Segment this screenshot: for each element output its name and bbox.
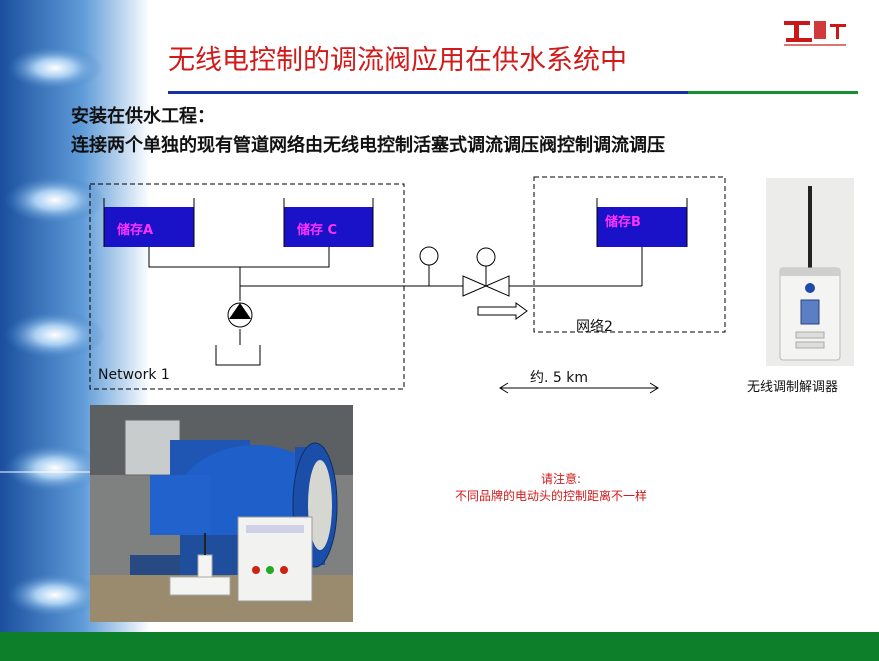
- tank-b: [596, 198, 688, 247]
- pipeline-schematic: [89, 176, 726, 394]
- slide-title: 无线电控制的调流阀应用在供水系统中: [168, 45, 627, 76]
- footer-bar: [0, 632, 879, 661]
- intro-line-2: 连接两个单独的现有管道网络由无线电控制活塞式调流调压阀控制调流调压: [71, 135, 665, 156]
- network2-label: 网络2: [576, 319, 613, 335]
- pressure-gauge-icon: [419, 246, 439, 266]
- flow-arrow-icon: [477, 302, 528, 320]
- pump-icon: [227, 302, 253, 328]
- control-valve-icon: [462, 275, 510, 297]
- note-body: 不同品牌的电动头的控制距离不一样: [455, 489, 648, 503]
- water-drop-decoration: [0, 0, 150, 632]
- network1-label: Network 1: [98, 367, 170, 383]
- tank-b-label: 储存B: [605, 215, 641, 230]
- sump: [215, 345, 261, 366]
- actuator-icon: [476, 247, 496, 267]
- modem-caption: 无线调制解调器: [747, 380, 839, 395]
- wireless-modem-image: [766, 178, 854, 366]
- network2-boundary: [533, 176, 726, 333]
- title-underline-accent: [688, 91, 858, 94]
- title-underline: [168, 91, 688, 94]
- tank-c-label: 储存 C: [297, 223, 338, 238]
- tank-a: [103, 198, 195, 247]
- tank-a-label: 储存A: [117, 223, 154, 238]
- tank-c: [283, 198, 374, 247]
- company-logo: [784, 21, 846, 46]
- control-valve-photo: [90, 405, 353, 622]
- distance-label: 约. 5 km: [530, 370, 589, 386]
- note-title: 请注意:: [541, 472, 582, 486]
- intro-line-1: 安装在供水工程：: [71, 106, 215, 127]
- pipes: [148, 247, 643, 345]
- distance-arrow-icon: [499, 382, 659, 394]
